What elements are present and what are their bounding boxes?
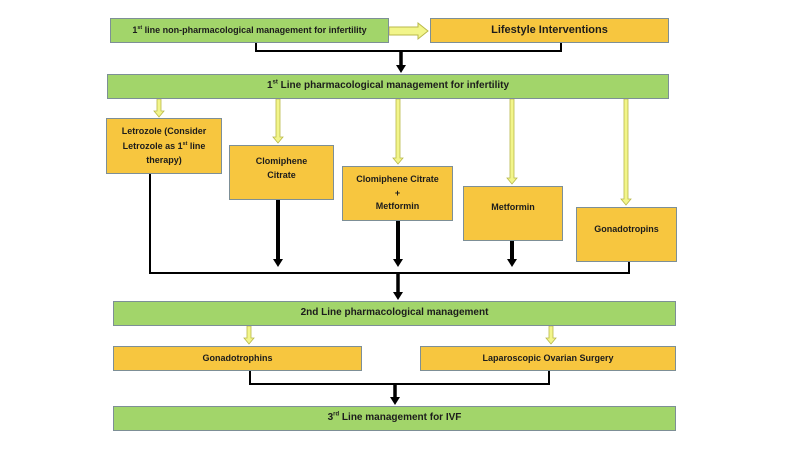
option-arrow-letrozole: [153, 98, 165, 118]
node-cc-metformin-line1: Clomiphene Citrate: [356, 173, 439, 184]
node-first-line-pharmacological[interactable]: 1st Line pharmacological management for …: [107, 74, 669, 99]
node-letrozole-line1: Letrozole (Consider: [121, 126, 207, 137]
option-arrow-cc-metformin: [392, 98, 404, 165]
node-lifestyle-interventions-label: Lifestyle Interventions: [491, 23, 608, 36]
option-arrow-gonadotropins-first: [620, 98, 632, 206]
node-cc-metformin-line3: Metformin: [375, 201, 420, 212]
node-gonadotrophins-second-line-label: Gonadotrophins: [202, 352, 273, 363]
node-metformin-label: Metformin: [491, 202, 535, 212]
option-arrow-gonadotrophins-second: [243, 325, 255, 345]
node-lifestyle-interventions[interactable]: Lifestyle Interventions: [430, 18, 669, 43]
option-arrow-clomiphene: [272, 98, 284, 144]
node-metformin[interactable]: Metformin: [463, 186, 563, 241]
node-clomiphene-citrate-line2: Citrate: [267, 169, 296, 180]
node-non-pharmacological-label: 1st line non-pharmacological management …: [132, 24, 367, 35]
node-cc-metformin-line2: +: [394, 187, 401, 198]
option-arrow-laparoscopic: [545, 325, 557, 345]
node-clomiphene-citrate-line1: Clomiphene: [255, 156, 308, 166]
node-laparoscopic-ovarian-surgery-label: Laparoscopic Ovarian Surgery: [482, 352, 614, 363]
node-second-line-pharmacological-label: 2nd Line pharmacological management: [300, 307, 489, 319]
flow-connector-middle: [149, 174, 630, 300]
node-second-line-pharmacological[interactable]: 2nd Line pharmacological management: [113, 301, 676, 326]
option-arrow-metformin: [506, 98, 518, 185]
node-laparoscopic-ovarian-surgery[interactable]: Laparoscopic Ovarian Surgery: [420, 346, 676, 371]
flow-connector-bottom: [249, 371, 550, 405]
node-clomiphene-citrate[interactable]: Clomiphene Citrate: [229, 145, 334, 200]
node-clomiphene-citrate-metformin[interactable]: Clomiphene Citrate + Metformin: [342, 166, 453, 221]
node-letrozole[interactable]: Letrozole (Consider Letrozole as 1st lin…: [106, 118, 222, 174]
node-non-pharmacological[interactable]: 1st line non-pharmacological management …: [110, 18, 389, 43]
node-third-line-ivf[interactable]: 3rd Line management for IVF: [113, 406, 676, 431]
node-gonadotrophins-second-line[interactable]: Gonadotrophins: [113, 346, 362, 371]
node-gonadotropins-first-line-label: Gonadotropins: [594, 224, 659, 234]
node-letrozole-line3: therapy): [146, 155, 182, 166]
node-first-line-pharmacological-label: 1st Line pharmacological management for …: [266, 79, 510, 92]
node-gonadotropins-first-line[interactable]: Gonadotropins: [576, 207, 677, 262]
node-third-line-ivf-label: 3rd Line management for IVF: [327, 411, 462, 424]
option-arrow-lifestyle: [388, 21, 429, 41]
flow-connector-top: [255, 43, 562, 73]
node-letrozole-line2: Letrozole as 1st line: [122, 140, 206, 151]
